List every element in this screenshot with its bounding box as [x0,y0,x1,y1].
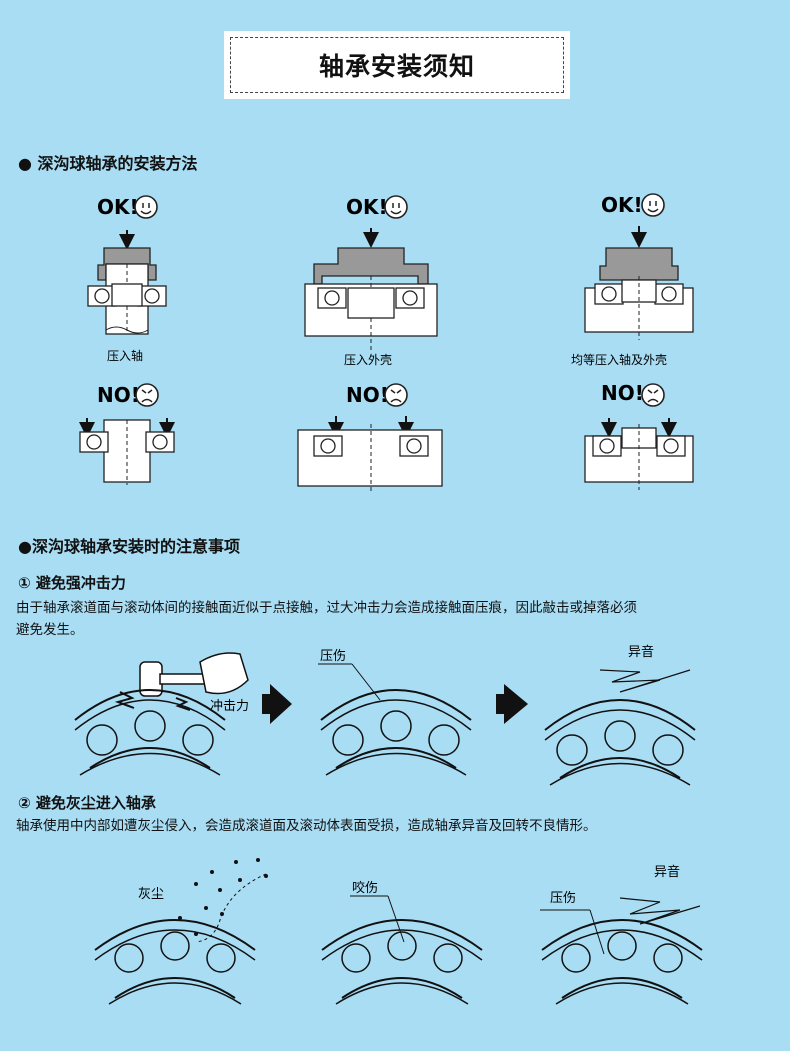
frown-icon [384,383,408,407]
item1-text-line1: 由于轴承滚道面与滚动体间的接触面近似于点接触，过大冲击力会造成接触面压痕，因此敲… [16,600,637,616]
ok-press-housing: OK! 压入外壳 [304,195,438,367]
frown-icon [135,383,159,407]
noise-label-2: 异音 [654,864,680,880]
smiley-icon [384,195,408,219]
page-title: 轴承安装须知 [318,52,475,81]
impact-diagram: 冲击力 压伤 异音 [74,644,696,786]
svg-text:压入外壳: 压入外壳 [344,353,392,367]
svg-text:均等压入轴及外壳: 均等压入轴及外壳 [571,352,667,367]
title-frame: 轴承安装须知 [230,37,564,93]
svg-text:NO!: NO! [97,383,140,407]
caption-press-shaft: 压入轴 [107,348,143,363]
svg-text:NO!: NO! [601,381,644,405]
section2-heading: ●深沟球轴承安装时的注意事项 [18,537,240,556]
title-box: 轴承安装须知 [224,31,570,99]
dust-label: 灰尘 [138,887,164,902]
item1-text: 由于轴承滚道面与滚动体间的接触面近似于点接触，过大冲击力会造成接触面压痕，因此敲… [16,597,782,641]
arrow-right-icon [496,684,528,724]
dent-label-2: 压伤 [550,891,576,906]
no-row: NO! NO! NO! [79,381,694,492]
item1-text-line2: 避免发生。 [16,622,84,638]
item1-title: ① 避免强冲击力 [18,574,126,592]
smiley-icon [134,195,158,219]
smiley-icon [641,193,665,217]
ok-label: OK! [97,195,139,219]
svg-text:OK!: OK! [601,193,643,217]
item2-text: 轴承使用中内部如遭灰尘侵入，会造成滚道面及滚动体表面受损，造成轴承异音及回转不良… [16,818,597,834]
frown-icon [641,383,665,407]
svg-text:OK!: OK! [346,195,388,219]
hammer-icon [114,652,249,711]
arrow-right-icon [262,684,292,724]
noise-label: 异音 [628,644,654,660]
item2-title: ② 避免灰尘进入轴承 [18,794,156,812]
installation-methods-diagram: OK! OK! 压入外壳 OK! 均等压入轴及外壳 压入轴 N [79,193,694,492]
bite-label: 咬伤 [352,880,378,896]
svg-text:NO!: NO! [346,383,389,407]
dust-particles [178,858,268,936]
section1-heading: ● 深沟球轴承的安装方法 [18,154,198,173]
ok-press-both: OK! 均等压入轴及外壳 [571,193,694,367]
dent-label: 压伤 [320,649,346,664]
ok-press-shaft: OK! [87,195,167,335]
dust-diagram: 灰尘 咬伤 异音 压伤 [94,858,703,1005]
impact-label: 冲击力 [210,699,249,714]
